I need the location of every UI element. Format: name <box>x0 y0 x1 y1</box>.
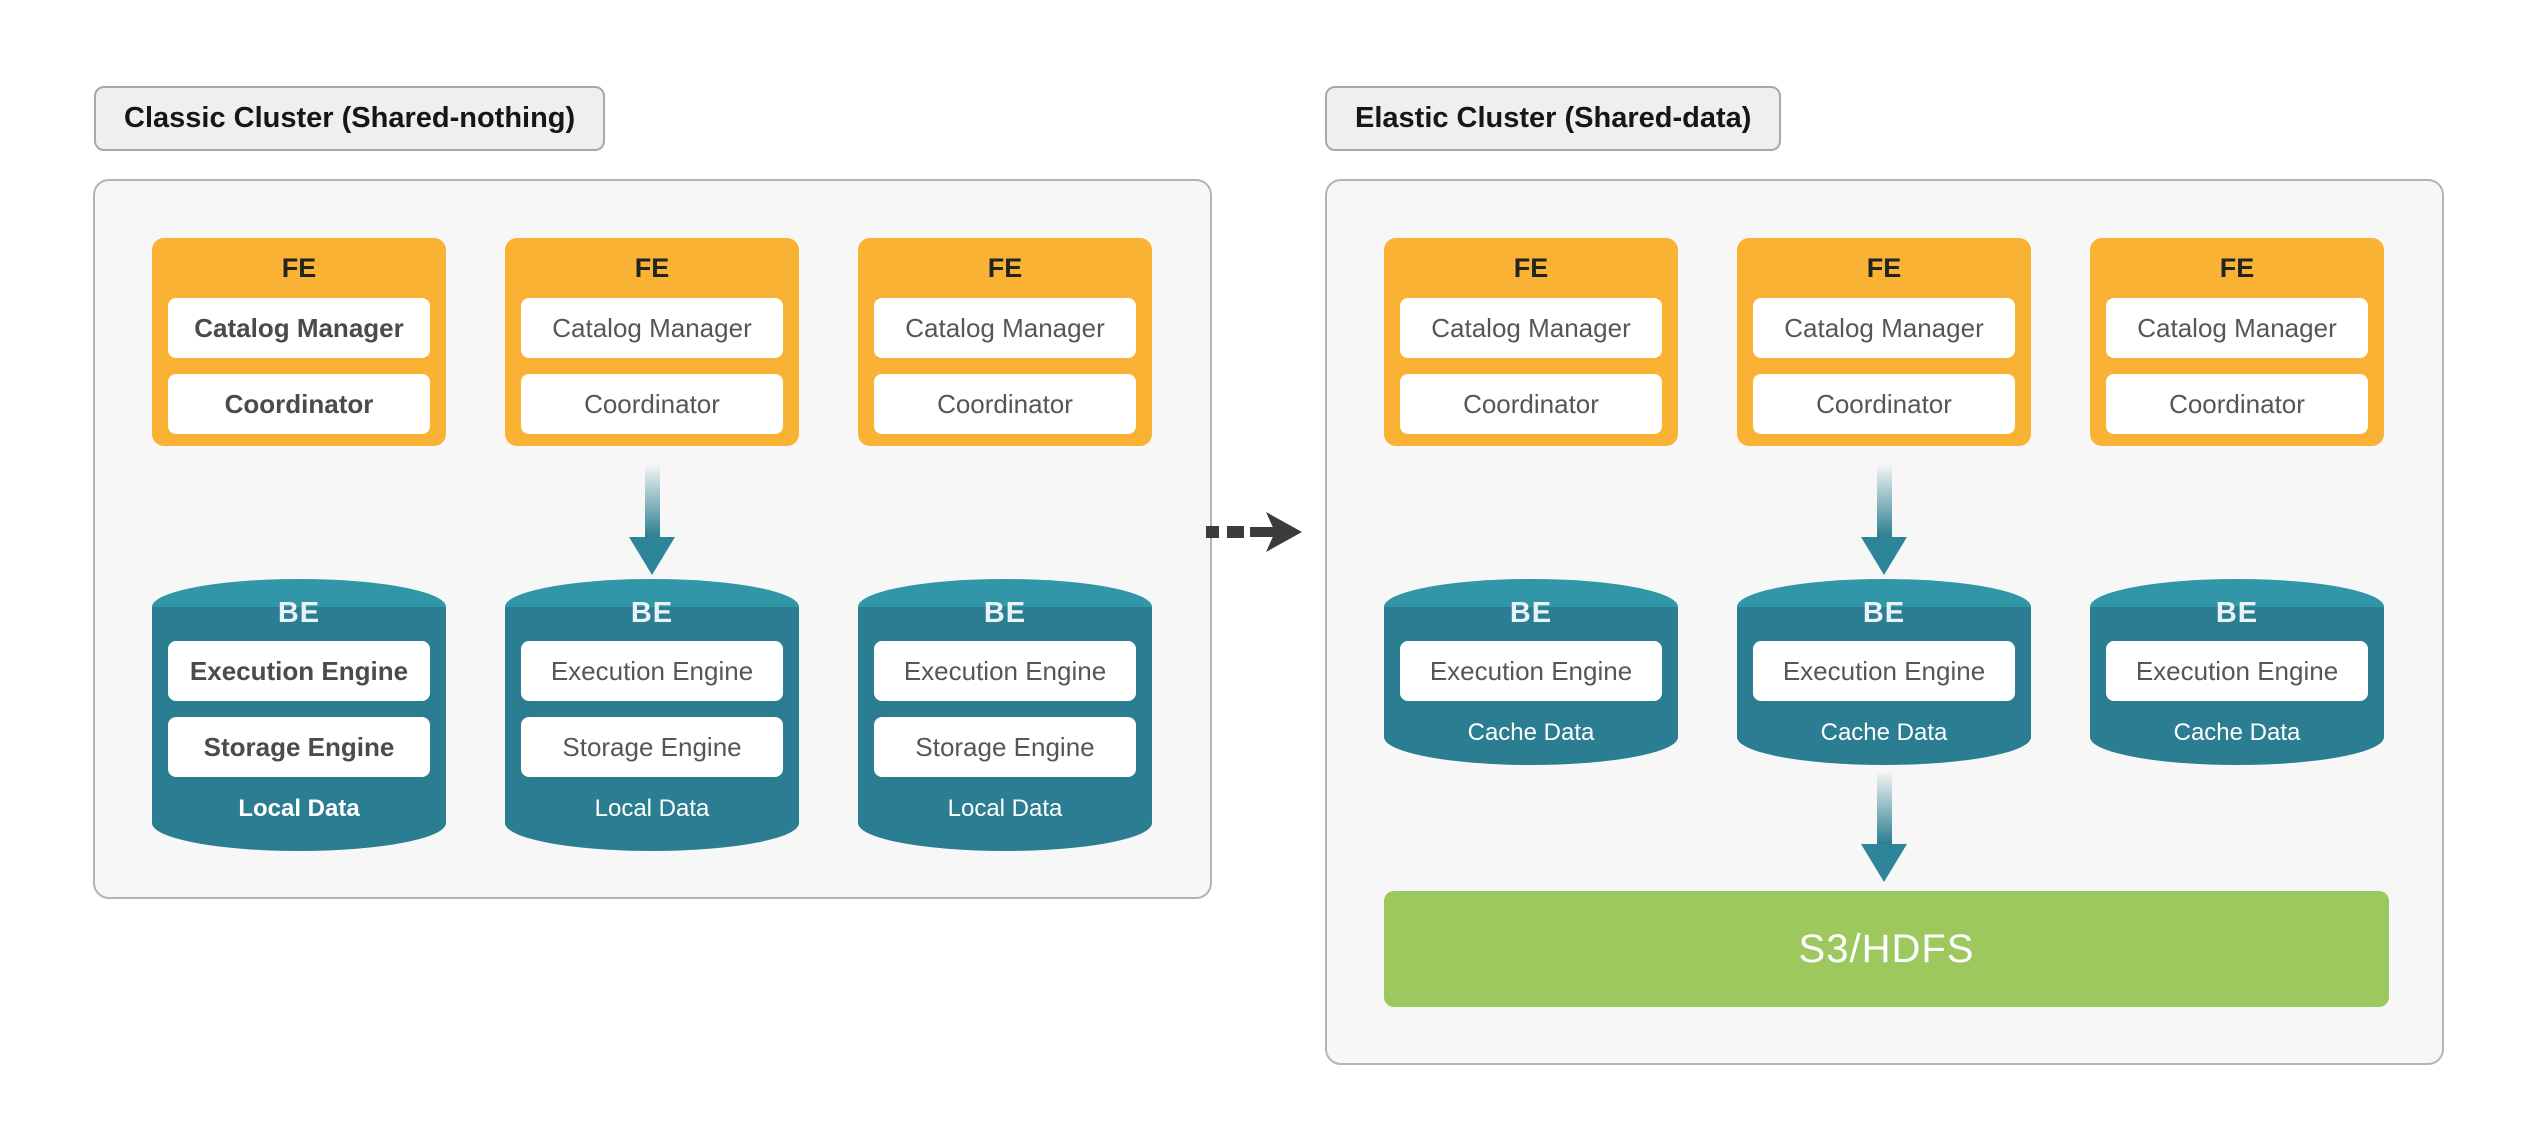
component-box: Coordinator <box>1753 374 2015 434</box>
be-node: BE Execution Engine Storage Engine Local… <box>152 579 446 851</box>
fe-to-be-arrow-icon <box>629 465 675 575</box>
component-box: Coordinator <box>874 374 1136 434</box>
component-box: Execution Engine <box>168 641 430 701</box>
cylinder-bottom <box>1384 709 1678 765</box>
component-box: Catalog Manager <box>1753 298 2015 358</box>
be-node: BE Execution Engine Storage Engine Local… <box>505 579 799 851</box>
be-node-title: BE <box>983 597 1027 629</box>
be-node: BE Execution Engine Storage Engine Local… <box>858 579 1152 851</box>
cylinder-bottom <box>858 795 1152 851</box>
data-label: Cache Data <box>1467 719 1595 746</box>
fe-node-title: FE <box>634 253 670 283</box>
cylinder-bottom <box>2090 709 2384 765</box>
cylinder-bottom <box>505 795 799 851</box>
data-label: Local Data <box>238 795 360 822</box>
component-box: Execution Engine <box>1400 641 1662 701</box>
data-label: Local Data <box>947 795 1063 822</box>
elastic-cluster-title: Elastic Cluster (Shared-data) <box>1325 86 1782 151</box>
be-node-title: BE <box>277 597 321 629</box>
be-node-title: BE <box>1509 597 1553 629</box>
component-box: Storage Engine <box>168 717 430 777</box>
component-box: Catalog Manager <box>1400 298 1662 358</box>
cylinder-bottom <box>152 795 446 851</box>
be-node: BE Execution Engine Cache Data <box>1384 579 1678 765</box>
component-box: Catalog Manager <box>168 298 430 358</box>
be-to-storage-arrow-icon <box>1861 772 1907 882</box>
cluster-transition-arrow-icon <box>1206 512 1302 552</box>
be-node-title: BE <box>2215 597 2259 629</box>
arrow-head <box>1861 844 1907 882</box>
data-label: Cache Data <box>2173 719 2301 746</box>
fe-node-title: FE <box>987 253 1023 283</box>
component-box: Execution Engine <box>874 641 1136 701</box>
component-box: Execution Engine <box>1753 641 2015 701</box>
component-box: Storage Engine <box>874 717 1136 777</box>
be-node: BE Execution Engine Cache Data <box>2090 579 2384 765</box>
be-node-title: BE <box>630 597 674 629</box>
arrow-head <box>1861 537 1907 575</box>
fe-node: FE Catalog Manager Coordinator <box>1737 238 2031 446</box>
component-box: Execution Engine <box>521 641 783 701</box>
data-label: Local Data <box>594 795 710 822</box>
fe-node: FE Catalog Manager Coordinator <box>152 238 446 446</box>
fe-node-title: FE <box>1513 253 1549 283</box>
data-label: Cache Data <box>1820 719 1948 746</box>
arrow-shaft <box>1876 772 1892 844</box>
fe-to-be-arrow-icon <box>1861 465 1907 575</box>
classic-cluster-panel: FE Catalog Manager Coordinator FE Catalo… <box>93 179 1212 899</box>
fe-node: FE Catalog Manager Coordinator <box>858 238 1152 446</box>
component-box: Catalog Manager <box>874 298 1136 358</box>
arrow-shaft <box>644 465 660 537</box>
fe-node-title: FE <box>1866 253 1902 283</box>
elastic-cluster-panel: FE Catalog Manager Coordinator FE Catalo… <box>1325 179 2444 1065</box>
component-box: Coordinator <box>1400 374 1662 434</box>
component-box: Coordinator <box>521 374 783 434</box>
shared-storage-box: S3/HDFS <box>1384 891 2389 1007</box>
component-box: Storage Engine <box>521 717 783 777</box>
be-node: BE Execution Engine Cache Data <box>1737 579 2031 765</box>
fe-node: FE Catalog Manager Coordinator <box>1384 238 1678 446</box>
fe-node: FE Catalog Manager Coordinator <box>2090 238 2384 446</box>
arrow-shaft <box>1876 465 1892 537</box>
component-box: Coordinator <box>2106 374 2368 434</box>
fe-node-title: FE <box>281 253 317 283</box>
arrow-head <box>629 537 675 575</box>
cylinder-bottom <box>1737 709 2031 765</box>
component-box: Coordinator <box>168 374 430 434</box>
fe-node: FE Catalog Manager Coordinator <box>505 238 799 446</box>
component-box: Catalog Manager <box>521 298 783 358</box>
fe-node-title: FE <box>2219 253 2255 283</box>
component-box: Catalog Manager <box>2106 298 2368 358</box>
be-node-title: BE <box>1862 597 1906 629</box>
classic-cluster-title: Classic Cluster (Shared-nothing) <box>94 86 606 151</box>
component-box: Execution Engine <box>2106 641 2368 701</box>
